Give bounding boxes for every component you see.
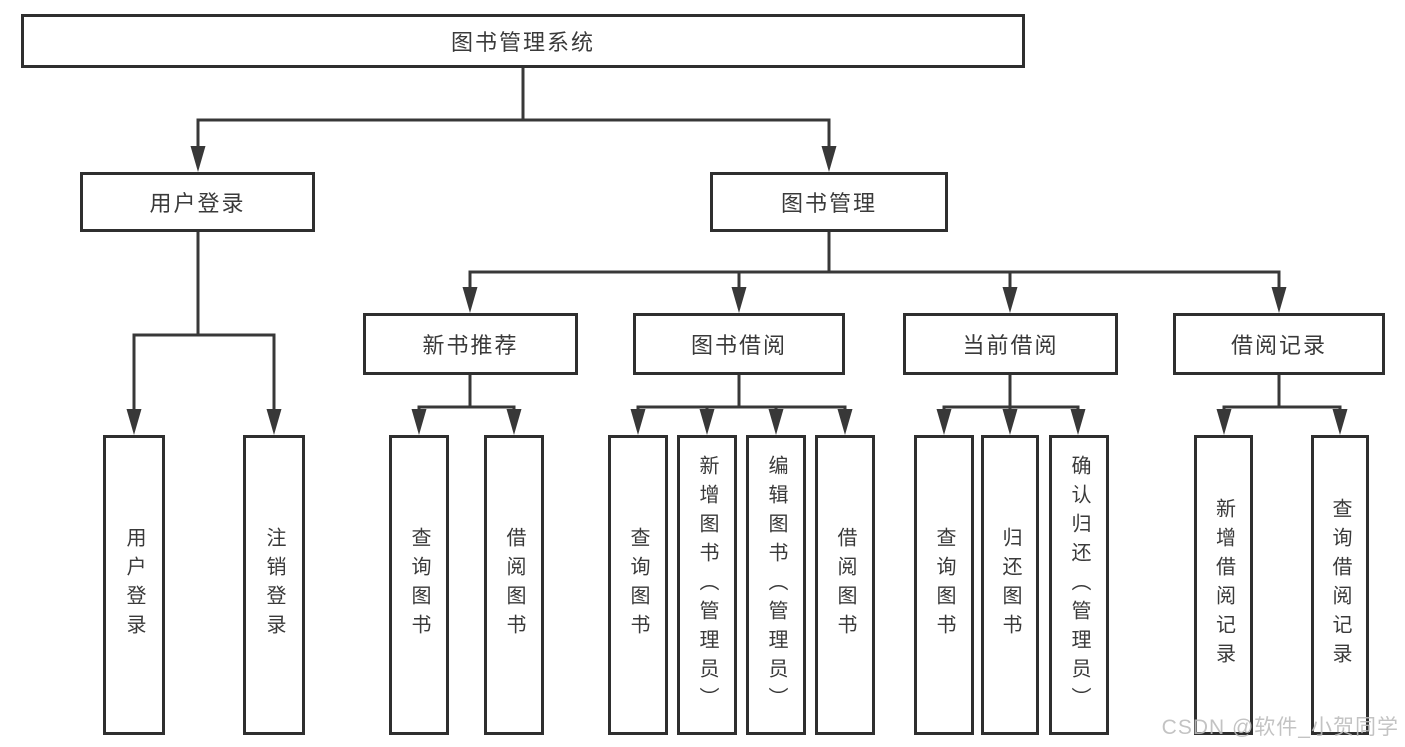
node-leaf-query-books-b: 查询图书 [608,435,668,735]
node-book-management: 图书管理 [710,172,948,232]
node-leaf-return-books: 归还图书 [981,435,1039,735]
node-leaf-query-record: 查询借阅记录 [1311,435,1369,735]
node-book-borrowing: 图书借阅 [633,313,845,375]
node-leaf-borrow-books-a: 借阅图书 [484,435,544,735]
node-leaf-user-login: 用户登录 [103,435,165,735]
node-leaf-add-record: 新增借阅记录 [1194,435,1253,735]
node-leaf-query-books-c: 查询图书 [914,435,974,735]
node-leaf-add-books: 新增图书（管理员） [677,435,737,735]
node-leaf-borrow-books-b: 借阅图书 [815,435,875,735]
node-new-book-recommend: 新书推荐 [363,313,578,375]
node-borrowing-records: 借阅记录 [1173,313,1385,375]
node-leaf-logout: 注销登录 [243,435,305,735]
node-current-borrowing: 当前借阅 [903,313,1118,375]
node-root: 图书管理系统 [21,14,1025,68]
watermark: CSDN @软件_小贺同学 [1161,716,1399,739]
node-user-login: 用户登录 [80,172,315,232]
node-leaf-confirm-return: 确认归还（管理员） [1049,435,1109,735]
node-leaf-edit-books: 编辑图书（管理员） [746,435,806,735]
node-leaf-query-books-a: 查询图书 [389,435,449,735]
